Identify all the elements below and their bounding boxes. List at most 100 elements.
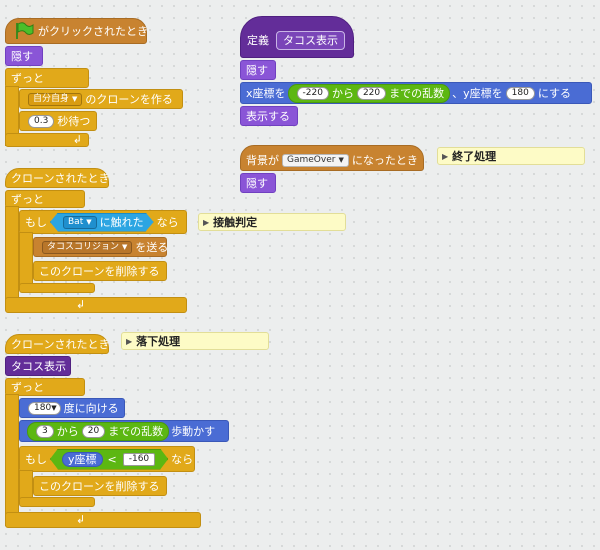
forever-block[interactable]: ずっと [5, 68, 89, 88]
hat-label: がクリックされたとき [38, 24, 148, 38]
forever-bottom: ↲ [5, 297, 187, 313]
forever-arm [5, 206, 19, 301]
if-label: もし [25, 215, 47, 229]
sprite-value: Bat [68, 216, 84, 227]
loop-arrow-icon: ↲ [72, 133, 82, 146]
random-to-input[interactable]: 220 [356, 86, 387, 100]
hat-label: クローンされたとき [11, 171, 110, 185]
forever-block[interactable]: ずっと [5, 378, 85, 396]
if-ypos-block[interactable]: もし y座標 < -160 なら [19, 446, 195, 472]
hide-block[interactable]: 隠す [240, 173, 276, 193]
random-to-input[interactable]: 20 [81, 424, 106, 438]
random-operator[interactable]: -220 から 220 までの乱数 [287, 83, 451, 103]
random-from-input[interactable]: 3 [36, 424, 54, 438]
comment-expand-icon[interactable]: ▶ [442, 151, 449, 161]
forever-arm [5, 394, 19, 526]
hat-label: クローンされたとき [11, 337, 110, 351]
forever-bottom: ↲ [5, 133, 89, 147]
less-than-operator[interactable]: y座標 < -160 [50, 449, 168, 470]
wait-block[interactable]: 0.3 秒待つ [19, 111, 97, 131]
backdrop-label: 背景が [246, 153, 279, 167]
hide-block[interactable]: 隠す [240, 60, 276, 80]
delete-clone-block[interactable]: このクローンを削除する [33, 261, 167, 281]
random-kara-label: から [56, 424, 79, 438]
if-arm [19, 232, 33, 288]
loop-arrow-icon: ↲ [76, 298, 86, 311]
comment-end[interactable]: ▶ 終了処理 [437, 147, 585, 165]
random-operator[interactable]: 3 から 20 までの乱数 [27, 421, 170, 441]
green-flag-icon [14, 22, 34, 40]
clone-target-dropdown[interactable]: 自分自身▼ [28, 92, 83, 106]
clone-target-value: 自分自身 [33, 93, 70, 104]
if-label: もし [25, 452, 47, 466]
y-position-reporter[interactable]: y座標 [62, 452, 103, 467]
touching-label: に触れた [99, 215, 144, 229]
hide-label: 隠す [246, 63, 268, 77]
green-flag-hat-block[interactable]: がクリックされたとき [5, 18, 148, 44]
if-touching-block[interactable]: もし Bat▼ に触れた なら [19, 210, 187, 234]
wait-suffix-label: 秒待つ [57, 114, 91, 128]
random-kara-label: から [331, 86, 354, 100]
less-than-symbol: < [107, 452, 117, 466]
hide-label: 隠す [246, 176, 268, 190]
forever-label: ずっと [11, 71, 44, 85]
dropdown-arrow-icon: ▼ [72, 94, 78, 103]
dropdown-arrow-icon: ▼ [51, 403, 57, 412]
clone-suffix-label: のクローンを作る [85, 92, 173, 106]
if-bottom [19, 497, 95, 507]
show-block[interactable]: 表示する [240, 106, 298, 126]
define-label: 定義 [247, 33, 269, 47]
random-suffix-label: までの乱数 [389, 86, 445, 100]
dropdown-arrow-icon: ▼ [338, 155, 344, 164]
when-backdrop-hat-block[interactable]: 背景が GameOver▼ になったとき [240, 145, 424, 171]
comment-expand-icon[interactable]: ▶ [203, 217, 210, 227]
create-clone-block[interactable]: 自分自身▼ のクローンを作る [19, 89, 183, 109]
if-arm [19, 470, 33, 500]
hide-block[interactable]: 隠す [5, 46, 43, 66]
comment-fall[interactable]: ▶ 落下処理 [121, 332, 269, 350]
broadcast-message-dropdown[interactable]: タコスコリジョン▼ [42, 240, 133, 254]
show-label: 表示する [246, 109, 290, 123]
point-direction-block[interactable]: 180▼ 度に向ける [19, 398, 125, 418]
if-bottom [19, 283, 95, 293]
comment-text: 接触判定 [213, 216, 258, 229]
dropdown-arrow-icon: ▼ [122, 242, 128, 251]
hide-label: 隠す [11, 49, 33, 63]
comment-expand-icon[interactable]: ▶ [126, 336, 133, 346]
direction-input[interactable]: 180▼ [28, 401, 61, 415]
forever-label: ずっと [11, 192, 44, 206]
custom-block-label: タコス表示 [11, 359, 66, 373]
when-cloned-hat-block[interactable]: クローンされたとき [5, 334, 109, 354]
random-from-input[interactable]: -220 [296, 86, 329, 100]
forever-bottom: ↲ [5, 512, 201, 528]
backdrop-dropdown[interactable]: GameOver▼ [282, 153, 349, 167]
wait-seconds-input[interactable]: 0.3 [28, 114, 55, 128]
comment-text: 終了処理 [452, 150, 497, 163]
move-suffix-label: 歩動かす [171, 424, 216, 438]
delete-clone-label: このクローンを削除する [39, 264, 160, 278]
touching-condition[interactable]: Bat▼ に触れた [50, 213, 154, 232]
compare-value-input[interactable]: -160 [123, 453, 155, 466]
sprite-dropdown[interactable]: Bat▼ [63, 216, 97, 229]
delete-clone-label: このクローンを削除する [39, 479, 160, 493]
define-block[interactable]: 定義 タコス表示 [240, 16, 354, 58]
comment-text: 落下処理 [136, 335, 181, 348]
forever-block[interactable]: ずっと [5, 190, 85, 208]
goto-xy-block[interactable]: x座標を -220 から 220 までの乱数 、y座標を 180 にする [240, 82, 592, 104]
custom-block-taco-show[interactable]: タコス表示 [5, 356, 71, 376]
y-position-label: y座標 [68, 452, 97, 466]
dropdown-arrow-icon: ▼ [86, 217, 92, 226]
custom-block-name-label: タコス表示 [283, 33, 338, 47]
delete-clone-block[interactable]: このクローンを削除する [33, 476, 167, 496]
when-cloned-hat-block[interactable]: クローンされたとき [5, 168, 109, 188]
broadcast-message-value: タコスコリジョン [47, 241, 120, 252]
move-steps-block[interactable]: 3 から 20 までの乱数 歩動かす [19, 420, 229, 442]
then-label: なら [156, 215, 179, 229]
direction-suffix-label: 度に向ける [63, 401, 119, 415]
comment-collision[interactable]: ▶ 接触判定 [198, 213, 346, 231]
broadcast-block[interactable]: タコスコリジョン▼ を送る [33, 237, 168, 257]
y-value-input[interactable]: 180 [505, 86, 535, 100]
y-label: 、y座標を [452, 86, 503, 100]
custom-block-name[interactable]: タコス表示 [276, 30, 345, 50]
then-label: なら [171, 452, 194, 466]
